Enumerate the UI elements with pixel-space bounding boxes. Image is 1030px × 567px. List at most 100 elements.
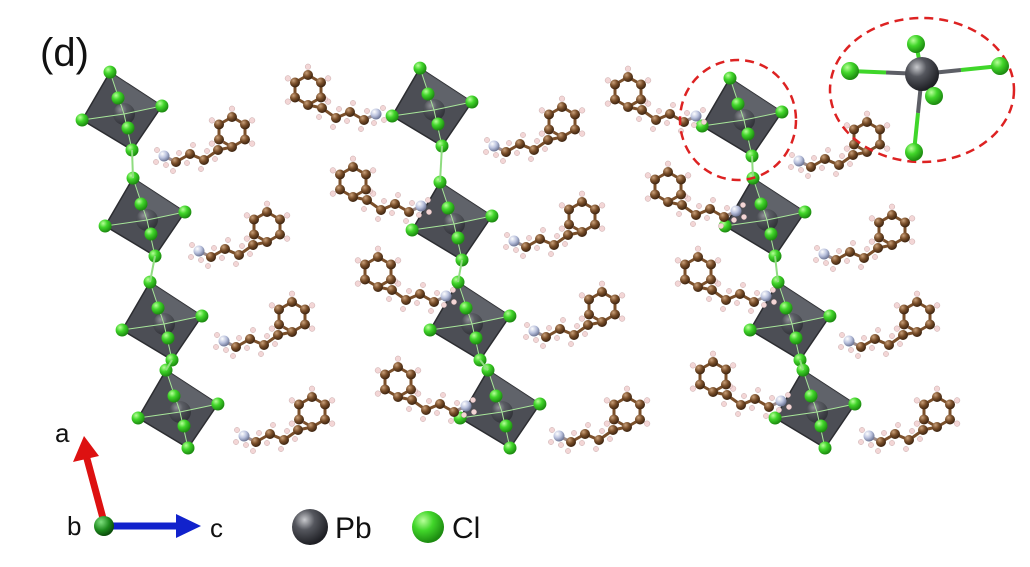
h-atom (741, 393, 747, 399)
h-atom (208, 140, 215, 147)
pb-cl-bond (725, 219, 768, 227)
octahedron-2-1 (718, 171, 812, 263)
n-atom (193, 245, 205, 257)
c-atom (635, 79, 646, 90)
c-atom (273, 330, 283, 340)
c-atom (637, 105, 647, 115)
h-atom (513, 247, 519, 253)
c-atom (924, 319, 935, 330)
corner-link (751, 155, 754, 179)
c-atom (348, 192, 358, 202)
pb-cl-bond (412, 223, 455, 231)
c-atom (360, 274, 371, 285)
corner-link (439, 145, 443, 183)
c-atom (287, 327, 297, 337)
c-atom (279, 435, 289, 445)
zoom-pb-atom (905, 57, 939, 91)
c-atom (919, 399, 930, 410)
n-atom (793, 155, 805, 167)
h-atom (374, 390, 381, 397)
cl-atom (459, 301, 473, 315)
h-atom (838, 344, 844, 350)
h-atom (814, 245, 820, 251)
cl-atom (413, 61, 427, 75)
c-atom (213, 145, 223, 155)
h-atom (189, 242, 195, 248)
h-atom (244, 345, 250, 351)
octahedron-2-2 (743, 275, 837, 367)
c-atom (294, 414, 305, 425)
c-atom (248, 240, 258, 250)
h-atom (349, 155, 357, 162)
c-atom (609, 294, 620, 305)
organic-cation-13 (674, 245, 777, 314)
h-atom (205, 263, 211, 269)
c-atom (609, 399, 620, 410)
h-atom (850, 240, 856, 246)
h-atom (198, 166, 204, 172)
h-atom (934, 325, 941, 332)
h-atom (574, 323, 580, 329)
cl-atom (489, 389, 503, 403)
cl-atom (814, 419, 828, 433)
h-atom (701, 119, 707, 125)
c-atom (899, 217, 910, 228)
h-atom (749, 405, 755, 411)
h-atom (734, 300, 740, 306)
h-atom (272, 341, 278, 347)
h-atom (664, 120, 670, 126)
h-atom (493, 152, 499, 158)
c-atom (650, 174, 661, 185)
c-atom (675, 174, 686, 185)
pb-cl-bond (82, 113, 125, 121)
h-atom (284, 98, 291, 105)
h-atom (689, 362, 696, 369)
h-atom (691, 122, 697, 128)
c-atom (831, 255, 841, 265)
c-atom (806, 162, 816, 172)
c-atom (317, 103, 327, 113)
pb-cl-bond (775, 411, 818, 419)
h-atom (730, 362, 737, 369)
axis-indicator: a b c (55, 418, 223, 543)
cl-atom (804, 389, 818, 403)
n-atom (508, 235, 520, 247)
c-atom (904, 435, 914, 445)
h-atom (395, 192, 401, 198)
organic-cation-12 (523, 280, 626, 349)
h-atom (598, 280, 606, 287)
axis-c-arrow-head (176, 514, 201, 538)
organic-cation-16 (374, 355, 477, 424)
h-atom (558, 225, 565, 232)
cl-atom (431, 117, 445, 131)
h-atom (375, 216, 381, 222)
h-atom (524, 322, 530, 328)
cl-atom (499, 419, 513, 433)
c-atom (543, 135, 553, 145)
h-atom (741, 214, 747, 220)
c-atom (429, 297, 439, 307)
h-atom (579, 130, 586, 137)
c-atom (380, 384, 391, 395)
h-atom (805, 173, 811, 179)
c-atom (874, 139, 885, 150)
cl-atom (533, 397, 547, 411)
c-atom (899, 319, 910, 330)
c-atom (262, 207, 272, 217)
c-atom (663, 167, 673, 177)
h-atom (520, 253, 526, 259)
h-atom (895, 422, 901, 428)
h-atom (198, 257, 204, 263)
cl-atom (131, 411, 145, 425)
c-atom (569, 124, 580, 135)
h-atom (785, 392, 791, 398)
c-atom (693, 252, 703, 262)
c-atom (563, 230, 573, 240)
cl-atom (754, 197, 768, 211)
h-atom (578, 292, 585, 299)
h-atom (454, 400, 460, 406)
c-atom (719, 212, 729, 222)
h-atom (461, 412, 467, 418)
cl-atom (98, 219, 112, 233)
h-atom (211, 245, 217, 251)
